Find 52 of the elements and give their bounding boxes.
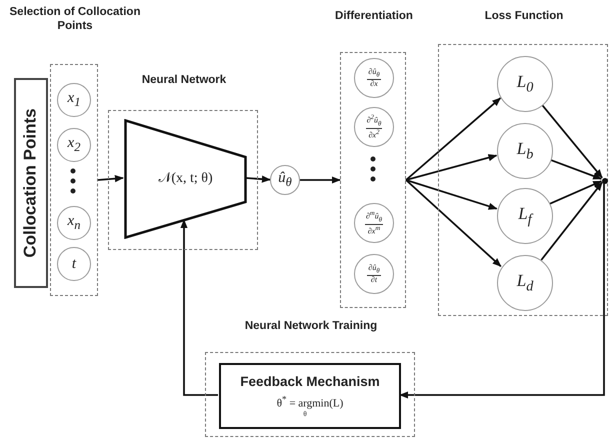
derivative-circle bbox=[354, 107, 394, 147]
math-symbol: L$_{0}$ bbox=[516, 73, 534, 95]
numerator: ∂û$_{θ}$ bbox=[367, 264, 381, 276]
arrow bbox=[405, 179, 502, 267]
arrow bbox=[300, 176, 341, 184]
numerator: ∂$^{2}$û$_{θ}$ bbox=[366, 114, 382, 129]
variable-circle bbox=[57, 206, 91, 240]
arrow bbox=[550, 158, 602, 180]
group-heading: Differentiation bbox=[334, 9, 414, 24]
derivative-circle bbox=[354, 254, 394, 294]
group-heading: Selection of Collocation Points bbox=[8, 5, 142, 34]
group-heading: Loss Function bbox=[484, 9, 564, 24]
arrow bbox=[405, 97, 502, 181]
arrow bbox=[180, 219, 218, 396]
math-symbol: x$_{2}$ bbox=[68, 136, 80, 154]
group-heading: Neural Network bbox=[140, 73, 228, 88]
arrow bbox=[406, 154, 498, 181]
arrow bbox=[399, 183, 605, 399]
feedback-box bbox=[219, 363, 401, 429]
math-symbol: x$_{1}$ bbox=[68, 91, 80, 109]
math-symbol: t bbox=[72, 256, 76, 272]
denominator: ∂t bbox=[370, 276, 378, 284]
input-box bbox=[14, 78, 48, 288]
denominator: ∂x bbox=[370, 80, 378, 88]
junction-dot bbox=[602, 178, 608, 184]
numerator: ∂$^{m}$û$_{θ}$ bbox=[364, 210, 384, 225]
math-symbol: x$_{n}$ bbox=[68, 214, 80, 232]
variable-circle bbox=[57, 128, 91, 162]
group-heading: Neural Network Training bbox=[244, 319, 378, 334]
denominator: ∂x$^{2}$ bbox=[368, 128, 380, 140]
variable-circle bbox=[270, 165, 300, 195]
network-formula: 𝒩(x, t; θ) bbox=[158, 171, 213, 187]
math-symbol: L$_{f}$ bbox=[518, 205, 532, 227]
arrow bbox=[549, 180, 602, 205]
arrow bbox=[541, 104, 603, 178]
arrow bbox=[246, 176, 271, 183]
math-symbol: û$_{θ}$ bbox=[278, 171, 292, 189]
numerator: ∂û$_{θ}$ bbox=[367, 68, 381, 80]
arrow bbox=[540, 182, 603, 261]
math-symbol: L$_{d}$ bbox=[516, 272, 534, 294]
optimization-formula: θ$^{*}$ = argmin(L) bbox=[276, 394, 344, 410]
denominator: ∂x$^{m}$ bbox=[368, 224, 380, 236]
box-label: Collocation Points bbox=[21, 108, 41, 258]
variable-circle bbox=[57, 83, 91, 117]
arrow bbox=[406, 179, 498, 210]
variable-circle bbox=[57, 247, 91, 281]
derivative-circle bbox=[354, 58, 394, 98]
box-title: Feedback Mechanism bbox=[240, 374, 380, 390]
arrow bbox=[98, 175, 124, 182]
network-trapezoid bbox=[124, 119, 247, 239]
math-symbol: L$_{b}$ bbox=[516, 140, 534, 162]
derivative-circle bbox=[354, 203, 394, 243]
